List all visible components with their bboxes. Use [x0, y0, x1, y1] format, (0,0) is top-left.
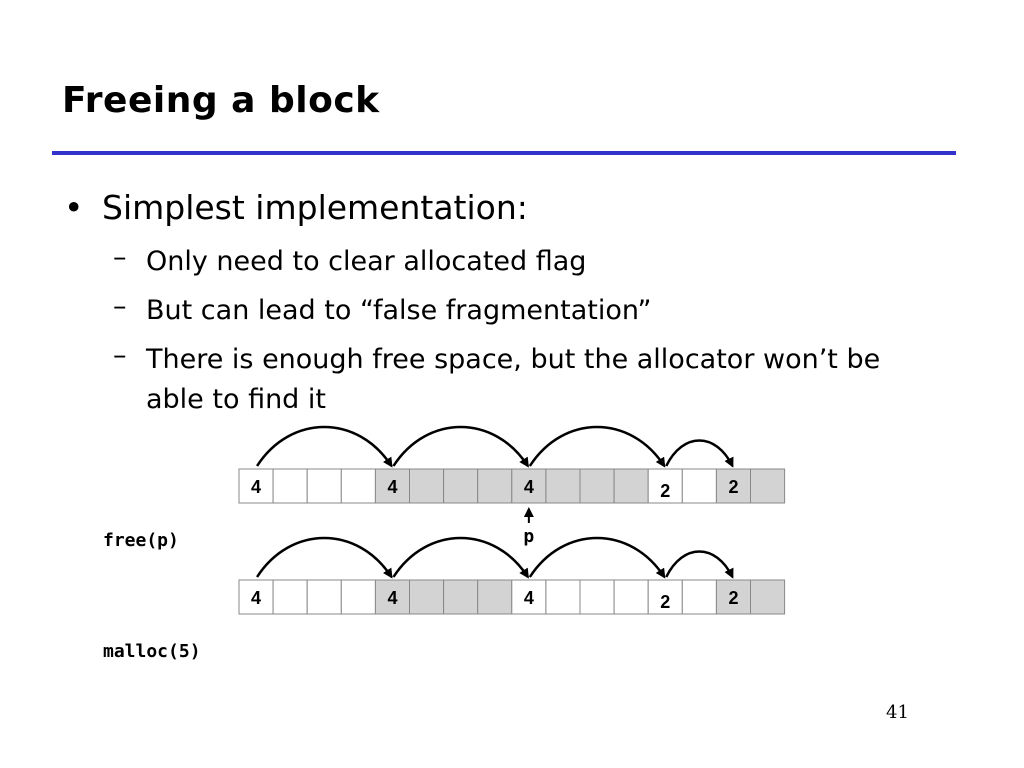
heap-cell	[579, 579, 615, 615]
block-size-label: 4	[387, 588, 397, 608]
heap-cell	[306, 579, 342, 615]
sub-bullet-text: But can lead to “false fragmentation”	[146, 295, 652, 326]
heap-cell	[340, 468, 376, 504]
pointer-label: p	[523, 526, 534, 547]
block-size-label: 2	[660, 481, 670, 501]
heap-cell	[272, 468, 308, 504]
next-block-arrow	[392, 425, 529, 468]
heap-cell	[681, 468, 717, 504]
next-block-arrow	[665, 439, 734, 468]
bullet-text: Simplest implementation:	[102, 188, 528, 227]
next-block-arrow	[665, 550, 734, 579]
heap-cell	[238, 468, 274, 504]
heap-cell	[647, 579, 683, 615]
block-size-label: 4	[524, 588, 534, 608]
heap-cell	[477, 468, 513, 504]
next-block-arrow	[392, 536, 529, 579]
heap-cell	[681, 579, 717, 615]
heap-cell	[272, 579, 308, 615]
heap-cell	[715, 579, 752, 615]
heap-cell	[477, 579, 513, 615]
sub-bullet-marker: –	[113, 291, 127, 322]
free-call-label: free(p)	[103, 530, 179, 551]
heap-cell	[238, 579, 274, 615]
block-size-label: 4	[387, 477, 397, 497]
heap-cell	[374, 579, 410, 615]
block-size-label: 2	[728, 588, 738, 608]
sub-bullet-text: There is enough free space, but the allo…	[146, 344, 881, 415]
block-size-label: 4	[251, 477, 261, 497]
heap-cell	[715, 468, 752, 504]
next-block-arrow	[256, 536, 393, 579]
next-block-arrow	[256, 425, 393, 468]
sub-bullet-text: Only need to clear allocated flag	[146, 246, 587, 277]
heap-cell	[579, 468, 615, 504]
title-divider	[52, 151, 956, 155]
heap-cell	[511, 468, 547, 504]
heap-cell	[750, 468, 786, 504]
heap-cell	[613, 579, 649, 615]
sub-bullet-marker: –	[113, 340, 127, 371]
heap-cell	[340, 579, 376, 615]
heap-cell	[443, 468, 479, 504]
sub-bullet-marker: –	[113, 242, 127, 273]
heap-row-before-free: 4 4 4 2 2 p	[238, 425, 786, 547]
next-block-arrow	[528, 425, 666, 468]
page-number: 41	[886, 702, 909, 723]
block-size-label: 2	[728, 477, 738, 497]
heap-cell	[306, 468, 342, 504]
heap-cell	[750, 579, 786, 615]
heap-row-after-free: 4 4 4 2 2	[238, 536, 786, 615]
slide-title: Freeing a block	[62, 80, 380, 121]
heap-cell	[613, 468, 649, 504]
block-size-label: 2	[660, 592, 670, 612]
bullet-marker: •	[64, 188, 84, 227]
heap-cell	[443, 579, 479, 615]
malloc-call-label: malloc(5)	[103, 641, 201, 662]
heap-cell	[545, 468, 581, 504]
heap-cell	[374, 468, 410, 504]
next-block-arrow	[528, 536, 666, 579]
heap-cell	[409, 579, 445, 615]
block-size-label: 4	[524, 477, 534, 497]
heap-cell	[409, 468, 445, 504]
block-size-label: 4	[251, 588, 261, 608]
heap-cell	[545, 579, 581, 615]
